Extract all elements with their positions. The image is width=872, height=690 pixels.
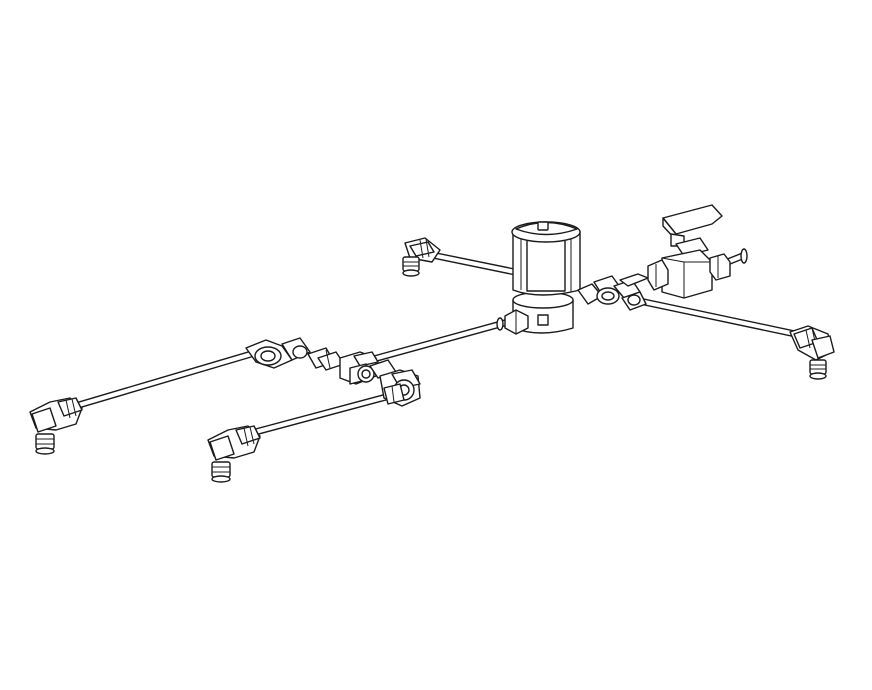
elbow-fitting-back-left — [402, 237, 441, 277]
tee-fitting-left-lower — [379, 369, 421, 407]
elbow-fitting-far-left — [29, 397, 83, 455]
tee-fitting-left-upper — [245, 337, 345, 371]
tee-fitting-upper — [577, 273, 649, 311]
tube-front-left — [243, 392, 391, 439]
tube-right — [629, 295, 801, 339]
union-fitting-solenoid-front — [496, 309, 529, 335]
tube-main-front — [369, 318, 509, 364]
elbow-fitting-front-left — [207, 425, 261, 483]
ball-valve — [647, 204, 748, 299]
elbow-fitting-right — [789, 325, 835, 380]
tube-far-left — [71, 348, 259, 411]
tube-back-left — [431, 251, 521, 277]
